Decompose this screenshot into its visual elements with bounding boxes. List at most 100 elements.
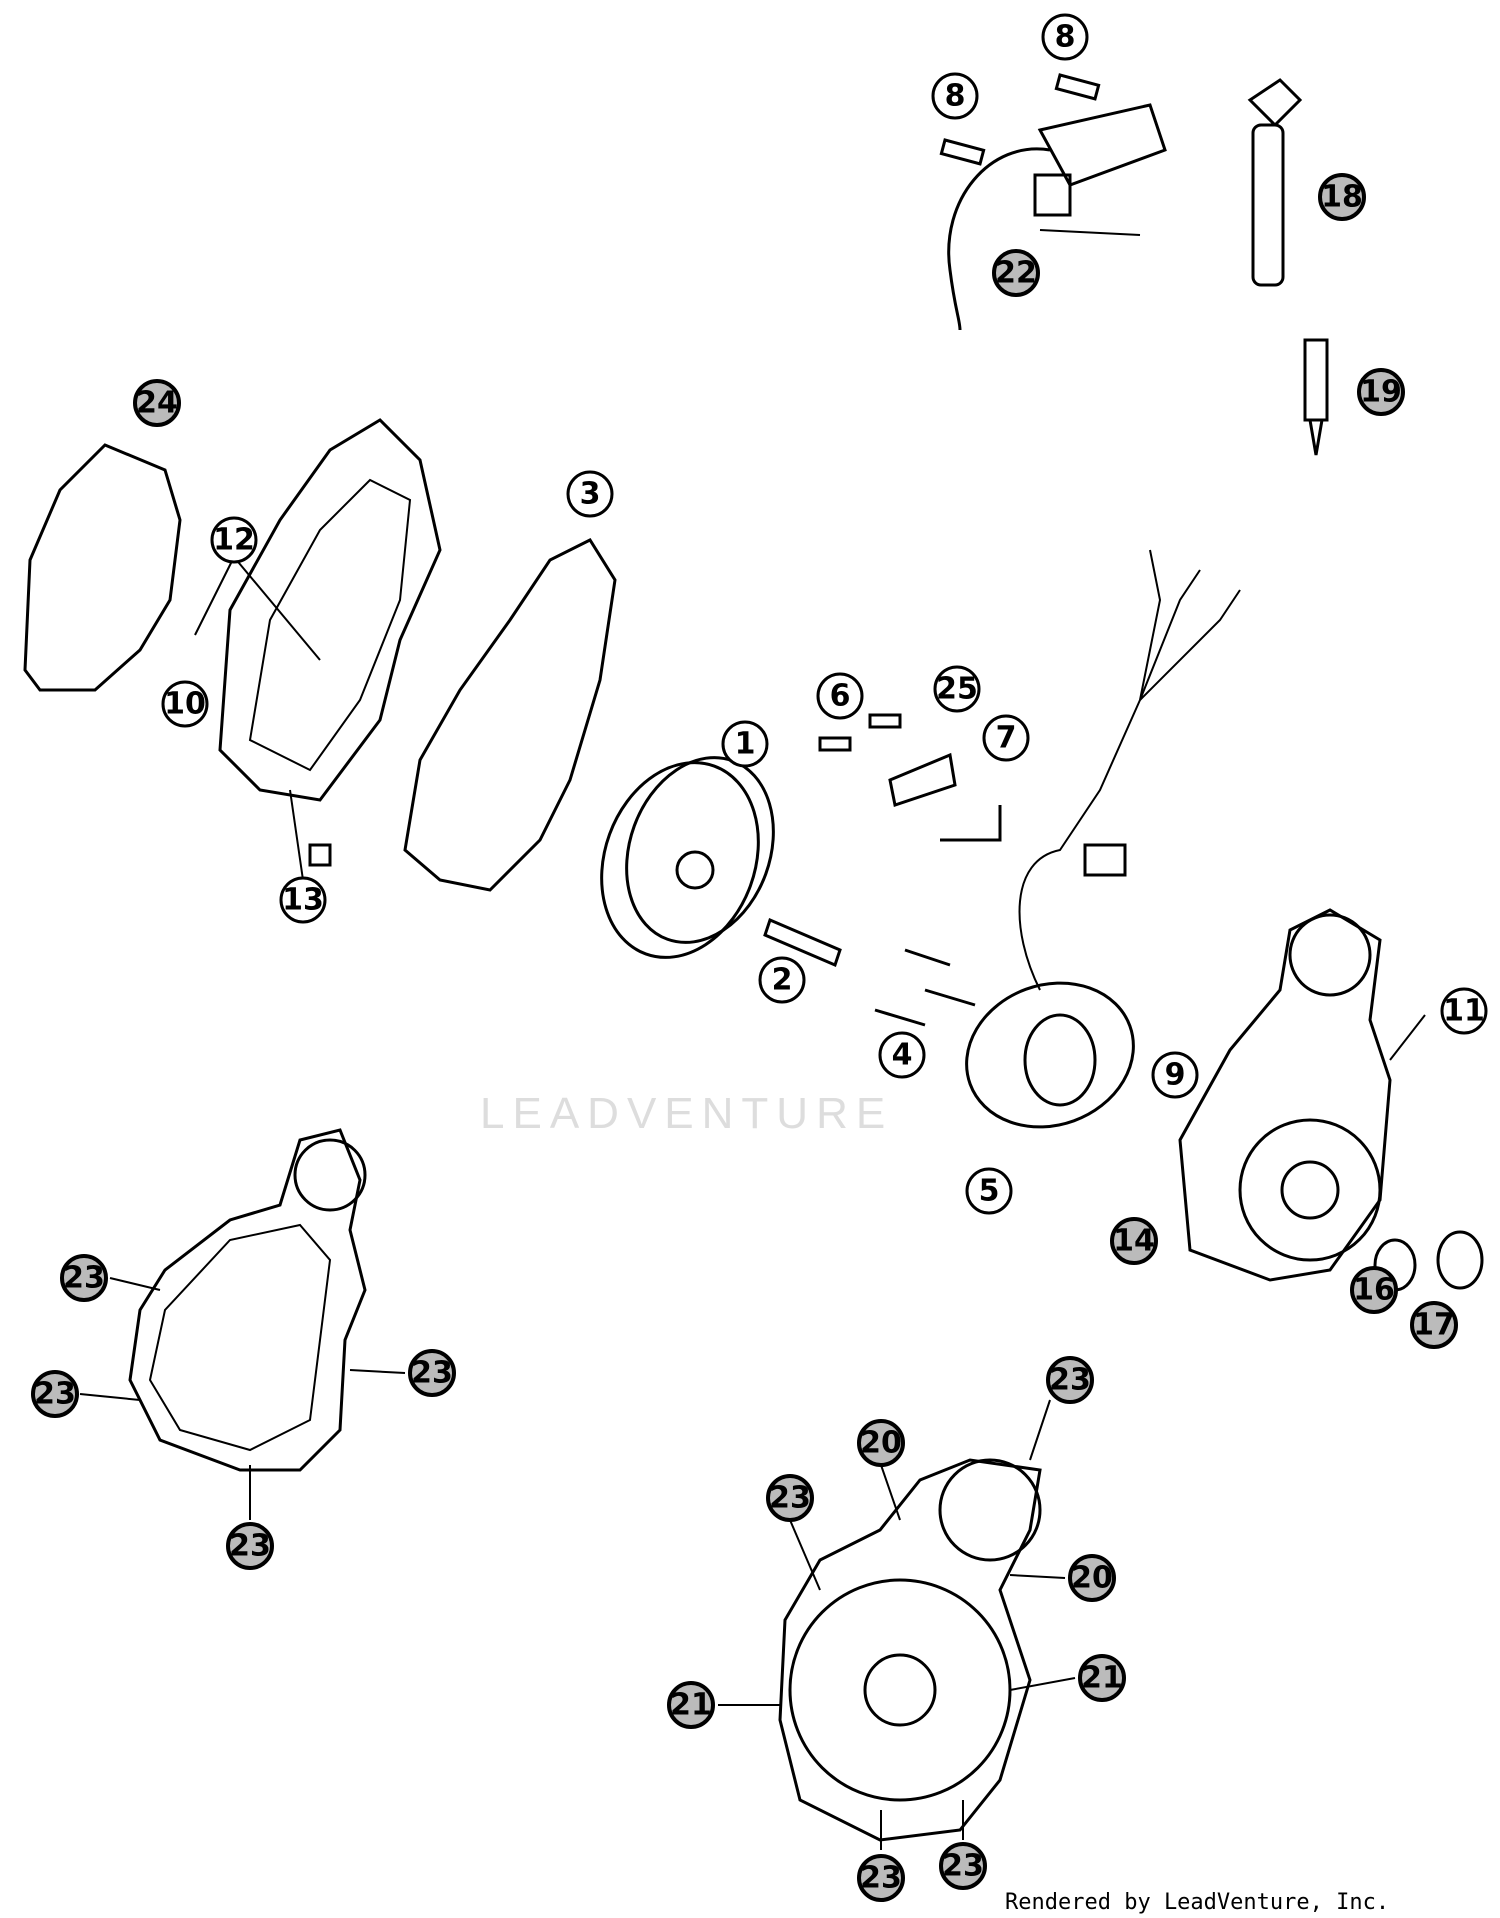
callout-number: 22 xyxy=(995,256,1037,291)
callout-number: 5 xyxy=(979,1174,1000,1209)
callout-number: 1 xyxy=(735,727,756,762)
callout-number: 24 xyxy=(136,386,178,421)
callout-number: 14 xyxy=(1113,1224,1155,1259)
gasket-24 xyxy=(23,443,182,692)
callout-circle xyxy=(566,470,614,518)
callout-circle xyxy=(210,516,258,564)
callout-22: 22 xyxy=(992,249,1040,297)
callout-23: 23 xyxy=(60,1254,108,1302)
callout-circle xyxy=(878,1031,926,1079)
callout-21: 21 xyxy=(667,1681,715,1729)
callout-number: 12 xyxy=(213,523,255,558)
callout-number: 9 xyxy=(1165,1058,1186,1093)
callout-number: 23 xyxy=(411,1356,453,1391)
flywheel xyxy=(600,756,775,959)
callout-circle xyxy=(1440,987,1488,1035)
callout-circle xyxy=(857,1854,905,1902)
watermark: LEADVENTURE xyxy=(480,1089,893,1138)
callout-circle xyxy=(982,714,1030,762)
callout-23: 23 xyxy=(1046,1356,1094,1404)
callout-19: 19 xyxy=(1357,368,1405,416)
callout-11: 11 xyxy=(1440,987,1488,1035)
ignition-coil xyxy=(939,73,1167,331)
callout-20: 20 xyxy=(857,1419,905,1467)
callout-18: 18 xyxy=(1318,173,1366,221)
callout-circle xyxy=(939,1842,987,1890)
callout-circle xyxy=(931,72,979,120)
callout-25: 25 xyxy=(933,665,981,713)
callout-number: 17 xyxy=(1413,1308,1455,1343)
callout-circle xyxy=(133,379,181,427)
callout-circle xyxy=(758,956,806,1004)
callout-number: 23 xyxy=(63,1261,105,1296)
callout-number: 10 xyxy=(164,687,206,722)
callout-circle xyxy=(226,1522,274,1570)
callout-number: 13 xyxy=(282,883,324,918)
gasket-3 xyxy=(403,538,617,892)
callout-number: 20 xyxy=(1071,1561,1113,1596)
stator xyxy=(965,549,1241,1129)
callout-1: 1 xyxy=(721,720,769,768)
starter-cover xyxy=(718,1399,1076,1850)
callout-circle xyxy=(1068,1554,1116,1602)
spark-plug xyxy=(1303,338,1329,456)
callout-20: 20 xyxy=(1068,1554,1116,1602)
callout-circle xyxy=(992,249,1040,297)
callout-circle xyxy=(31,1370,79,1418)
callout-circle xyxy=(1110,1217,1158,1265)
leader-line xyxy=(289,789,304,881)
callout-10: 10 xyxy=(161,680,209,728)
callout-circle xyxy=(857,1419,905,1467)
callout-9: 9 xyxy=(1151,1051,1199,1099)
callout-number: 18 xyxy=(1321,180,1363,215)
callout-23: 23 xyxy=(31,1370,79,1418)
callout-circle xyxy=(408,1349,456,1397)
callout-2: 2 xyxy=(758,956,806,1004)
callout-16: 16 xyxy=(1350,1266,1398,1314)
callout-circle xyxy=(933,665,981,713)
callout-number: 2 xyxy=(772,963,793,998)
callout-circle xyxy=(816,672,864,720)
callout-number: 23 xyxy=(860,1861,902,1896)
callout-21: 21 xyxy=(1078,1654,1126,1702)
callout-circle xyxy=(1410,1301,1458,1349)
callout-23: 23 xyxy=(857,1854,905,1902)
callout-circle xyxy=(161,680,209,728)
callout-number: 3 xyxy=(580,477,601,512)
plug-17 xyxy=(1436,1230,1484,1290)
callout-circle xyxy=(1357,368,1405,416)
callout-6: 6 xyxy=(816,672,864,720)
callout-number: 20 xyxy=(860,1426,902,1461)
ignition-cover xyxy=(218,418,442,802)
callout-circle xyxy=(1041,13,1089,61)
callout-number: 23 xyxy=(229,1529,271,1564)
callout-circle xyxy=(965,1167,1013,1215)
callout-12: 12 xyxy=(210,516,258,564)
callout-circle xyxy=(721,720,769,768)
callout-13: 13 xyxy=(279,876,327,924)
callout-23: 23 xyxy=(939,1842,987,1890)
callout-number: 23 xyxy=(769,1481,811,1516)
callout-number: 19 xyxy=(1360,375,1402,410)
callout-23: 23 xyxy=(408,1349,456,1397)
callout-23: 23 xyxy=(226,1522,274,1570)
callout-3: 3 xyxy=(566,470,614,518)
callout-circle xyxy=(1046,1356,1094,1404)
callout-number: 8 xyxy=(1055,20,1076,55)
callout-8: 8 xyxy=(931,72,979,120)
cover-gasket xyxy=(79,1128,406,1520)
ignition-cover-inner xyxy=(248,478,412,772)
callout-number: 21 xyxy=(670,1688,712,1723)
callout-number: 11 xyxy=(1443,994,1485,1029)
callout-circle xyxy=(1318,173,1366,221)
callout-circle xyxy=(1151,1051,1199,1099)
callout-circle xyxy=(1350,1266,1398,1314)
leader-line xyxy=(1389,1014,1426,1061)
callout-circle xyxy=(279,876,327,924)
callout-circle xyxy=(667,1681,715,1729)
callout-number: 23 xyxy=(34,1377,76,1412)
callout-number: 6 xyxy=(830,679,851,714)
spark-plug-cap xyxy=(1247,78,1303,287)
callout-number: 16 xyxy=(1353,1273,1395,1308)
